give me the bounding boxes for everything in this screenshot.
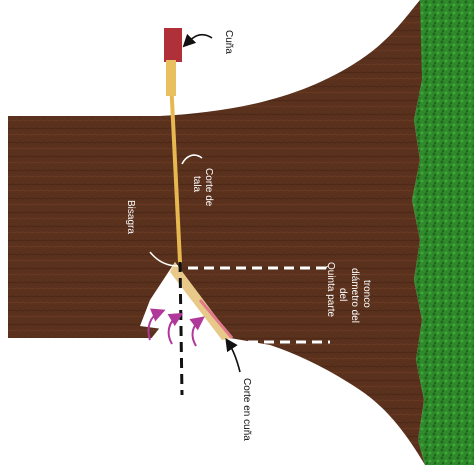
label-felling-cut-line2: tala: [191, 176, 202, 193]
label-felling-cut-line1: Corte de: [203, 168, 214, 207]
wedge-tool-handle: [166, 60, 176, 96]
label-fifth-part-line1: Quinta parte: [325, 262, 336, 317]
label-notch-cut: Corte en cuña: [241, 378, 252, 441]
label-wedge: Cuña: [223, 30, 234, 54]
callout-arrow-wedge: [186, 35, 212, 44]
label-fifth-part-line3: diámetro del: [349, 268, 360, 323]
label-fifth-part-line4: tronco: [361, 280, 372, 308]
label-fifth-part-line2: del: [337, 288, 348, 301]
direction-line: [180, 262, 182, 395]
wedge-tool: [164, 28, 182, 62]
label-hinge: Bisagra: [125, 200, 136, 234]
background-lower: [0, 338, 230, 465]
